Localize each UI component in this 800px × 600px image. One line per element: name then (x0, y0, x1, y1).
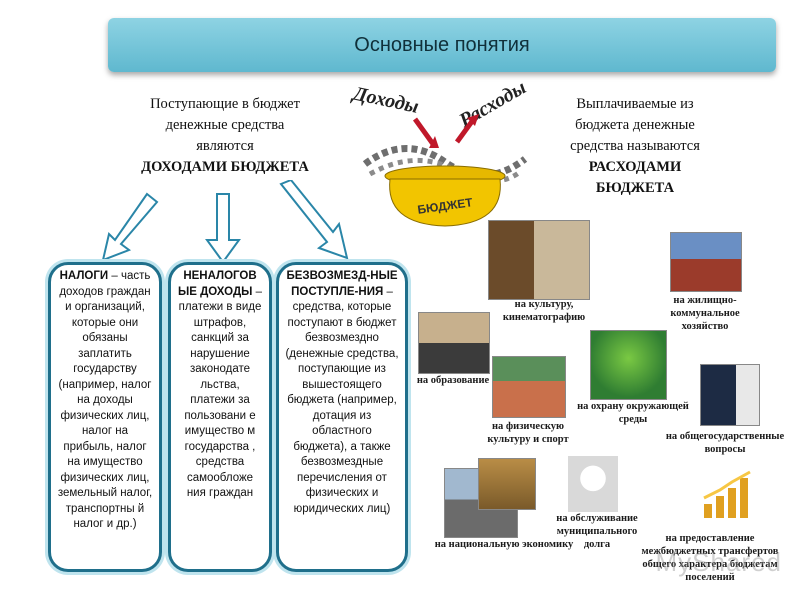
culture-photo (488, 220, 590, 300)
education-photo (418, 312, 490, 374)
harvest-photo (478, 458, 536, 510)
housing-caption: на жилищно-коммунальное хозяйство (670, 295, 740, 332)
debt-caption: на обслуживание муниципального долга (556, 513, 638, 550)
growth-chart-icon (703, 470, 751, 518)
state-photo (700, 364, 760, 426)
free-receipts-card-text: – средства, которые поступают в бюджет б… (285, 285, 399, 515)
watermark: MyShared (655, 547, 782, 577)
expense-definition: Выплачиваемые из бюджета денежные средст… (560, 94, 710, 199)
state-caption: на общегосударственные вопросы (665, 431, 785, 455)
nontax-card-head: НЕНАЛОГОВ ЫЕ ДОХОДЫ (177, 270, 257, 298)
budget-illustration: Доходы Расходы БЮДЖЕТ (349, 76, 530, 227)
title-banner: Основные понятия (108, 18, 776, 72)
culture-caption: на культуру, кинематографию (502, 299, 586, 323)
taxes-card: НАЛОГИ – часть доходов граждан и организ… (48, 262, 162, 572)
free-receipts-card: БЕЗВОЗМЕЗД-НЫЕ ПОСТУПЛЕ-НИЯ – средства, … (276, 262, 408, 572)
housing-photo (670, 232, 742, 292)
hero-arrow-out (454, 118, 476, 144)
income-definition: Поступающие в бюджет денежные средства я… (140, 94, 310, 178)
page-title: Основные понятия (354, 33, 530, 56)
transfers-caption: на предоставление межбюджетных трансферт… (641, 533, 779, 583)
free-receipts-card-head: БЕЗВОЗМЕЗД-НЫЕ ПОСТУПЛЕ-НИЯ (286, 270, 398, 298)
taxes-card-text: – часть доходов граждан и организаций, к… (57, 270, 153, 530)
economy-caption: на национальную экономику (434, 539, 574, 550)
nontax-card-text: – платежи в виде штрафов, санкций за нар… (178, 285, 263, 500)
hero-income-word: Доходы (349, 82, 421, 118)
expense-definition-text: Выплачиваемые из бюджета денежные средст… (570, 96, 700, 154)
income-definition-text: Поступающие в бюджет денежные средства я… (150, 96, 300, 154)
sport-photo (492, 356, 566, 418)
arrow-to-taxes (101, 192, 159, 262)
sport-caption: на физическую культуру и спорт (487, 421, 569, 445)
environment-photo (590, 330, 667, 400)
hero-expense-word: Расходы (455, 76, 530, 132)
arrow-to-nontax (205, 193, 241, 264)
taxes-card-head: НАЛОГИ (59, 270, 109, 282)
hero-arrow-in (412, 117, 436, 146)
environment-caption: на охрану окружающей среды (577, 401, 689, 425)
debt-photo (568, 456, 618, 512)
pot-body (389, 178, 501, 227)
nontax-card: НЕНАЛОГОВ ЫЕ ДОХОДЫ – платежи в виде штр… (168, 262, 272, 572)
education-caption: на образование (416, 375, 490, 386)
expense-definition-term: РАСХОДАМИ БЮДЖЕТА (588, 159, 682, 196)
arrow-to-free (279, 180, 349, 260)
income-definition-term: ДОХОДАМИ БЮДЖЕТА (141, 159, 309, 175)
